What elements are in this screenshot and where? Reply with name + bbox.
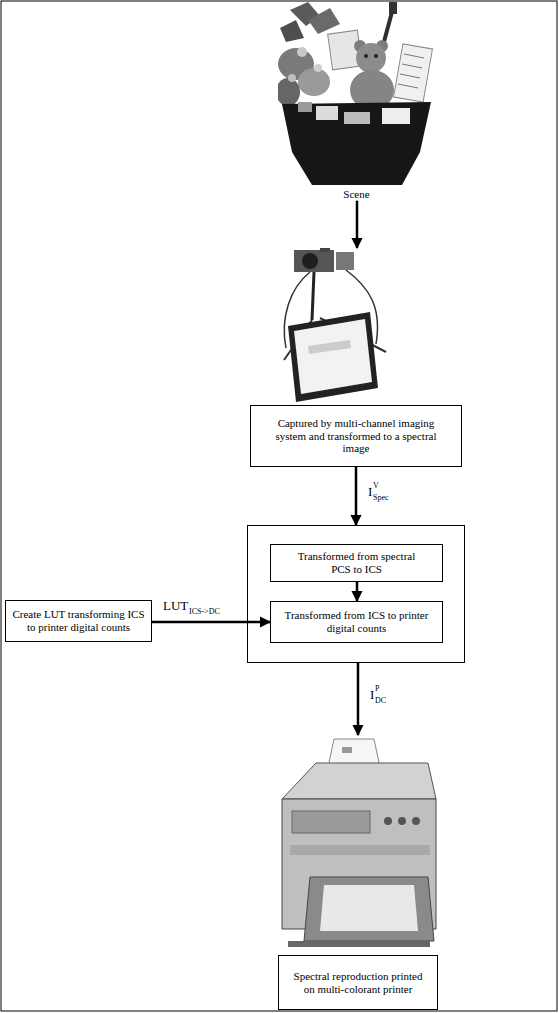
- superscript-label: P: [375, 685, 379, 694]
- image-caption: Scene: [278, 188, 435, 201]
- process-box: Spectral reproduction printed on multi-c…: [278, 735, 438, 1010]
- camera-monitor: [288, 312, 378, 402]
- box-text: Captured by multi-channel imaging system…: [269, 417, 443, 455]
- process-box-panel: Spectral reproduction printed on multi-c…: [278, 955, 438, 1010]
- illustration-space: [250, 248, 462, 405]
- subscript-label: Spec: [373, 494, 389, 503]
- process-box: Transformed from ICS to printer digital …: [270, 601, 443, 643]
- scene-photo: [278, 2, 435, 185]
- flow-arrow: [357, 663, 360, 735]
- box-text: Create LUT transforming ICS to printer d…: [12, 608, 145, 633]
- flow-arrow: [152, 621, 270, 624]
- signal-label: I: [368, 485, 372, 499]
- flow-arrow: [355, 467, 358, 525]
- printer-illustration: [278, 735, 438, 953]
- scene-node: Scene: [278, 2, 435, 201]
- subscript-label: DC: [375, 697, 386, 706]
- camera-body: [294, 248, 354, 272]
- flow-arrow: [356, 201, 359, 248]
- process-box-panel: Captured by multi-channel imaging system…: [250, 405, 462, 467]
- signal-label: LUT: [163, 599, 188, 613]
- photo-bear: [350, 40, 394, 110]
- process-box: Transformed from spectral PCS to ICS: [270, 544, 443, 582]
- box-text: Transformed from spectral PCS to ICS: [287, 550, 426, 575]
- box-text: Transformed from ICS to printer digital …: [279, 609, 434, 634]
- group-box: Transformed from spectral PCS to ICS Tran…: [247, 525, 465, 663]
- camera-system: [250, 248, 462, 405]
- process-box: Captured by multi-channel imaging system…: [250, 248, 462, 467]
- illustration-space: [278, 2, 435, 188]
- connector-group: [152, 201, 358, 735]
- subscript-label: ICS->DC: [189, 608, 220, 617]
- printer-tray: [288, 877, 434, 947]
- box-text: Spectral reproduction printed on multi-c…: [287, 970, 429, 995]
- process-box: Create LUT transforming ICS to printer d…: [5, 600, 152, 642]
- flow-arrow: [356, 582, 359, 601]
- signal-label: I: [370, 688, 374, 702]
- photo-table: [282, 102, 431, 185]
- superscript-label: V: [373, 482, 379, 491]
- illustration-space: [278, 735, 438, 955]
